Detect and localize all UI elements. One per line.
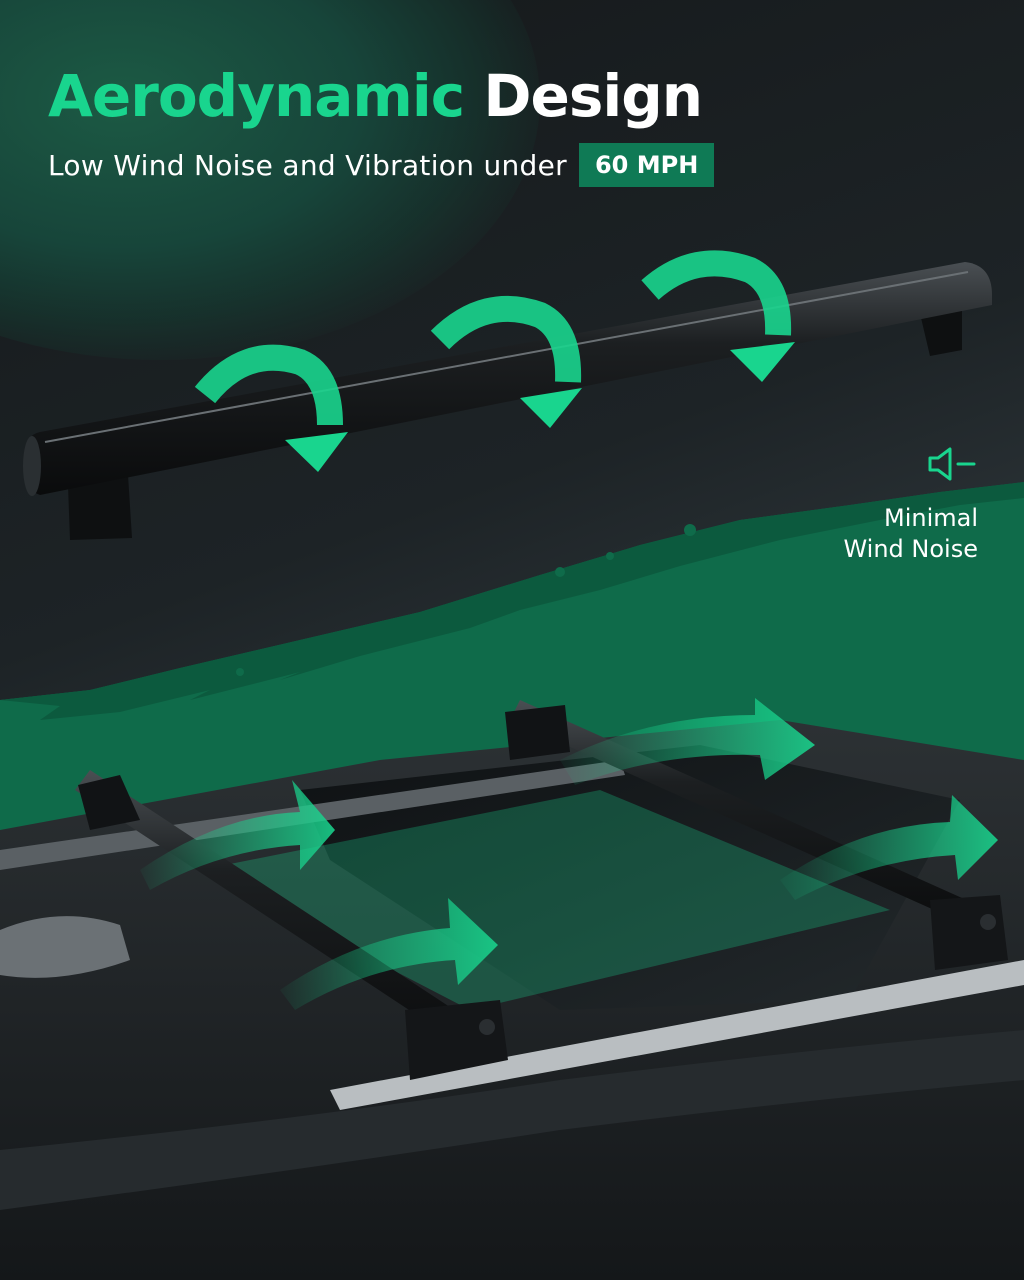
front-crossbar bbox=[75, 770, 500, 1060]
front-crossbar-foot bbox=[405, 1000, 508, 1080]
curved-arrow-3 bbox=[641, 250, 795, 382]
airflow-arrow-1 bbox=[140, 780, 335, 890]
car-roof bbox=[0, 720, 1024, 1280]
headline: Aerodynamic Design bbox=[48, 62, 703, 130]
wind-noise-line-2: Wind Noise bbox=[843, 535, 978, 563]
headline-rest: Design bbox=[483, 62, 703, 130]
crossbar-body bbox=[25, 262, 992, 495]
airflow-arrow-2 bbox=[280, 898, 498, 1010]
speaker-low-volume-icon bbox=[928, 447, 976, 481]
wind-noise-line-1: Minimal bbox=[883, 504, 978, 532]
subheadline: Low Wind Noise and Vibration under 60 MP… bbox=[48, 142, 715, 188]
crossbar-foot-left bbox=[68, 475, 132, 540]
crossbar-detail bbox=[23, 262, 992, 540]
curved-airflow-arrows bbox=[194, 250, 795, 472]
subheadline-text: Low Wind Noise and Vibration under bbox=[48, 148, 567, 182]
headline-highlight: Aerodynamic bbox=[48, 62, 465, 130]
airflow-arrows-lower bbox=[140, 698, 998, 1010]
airflow-arrow-3 bbox=[560, 698, 815, 785]
roof-rail-right bbox=[330, 960, 1024, 1110]
shark-fin-antenna bbox=[0, 916, 130, 978]
wind-noise-label: Minimal Wind Noise bbox=[818, 503, 978, 565]
curved-arrow-2 bbox=[430, 295, 582, 428]
airflow-arrow-4 bbox=[780, 795, 998, 900]
speed-badge: 60 MPH bbox=[578, 143, 715, 187]
rear-crossbar-foot bbox=[930, 895, 1008, 970]
curved-arrow-1 bbox=[194, 344, 348, 472]
wind-noise-callout: Minimal Wind Noise bbox=[818, 446, 978, 565]
